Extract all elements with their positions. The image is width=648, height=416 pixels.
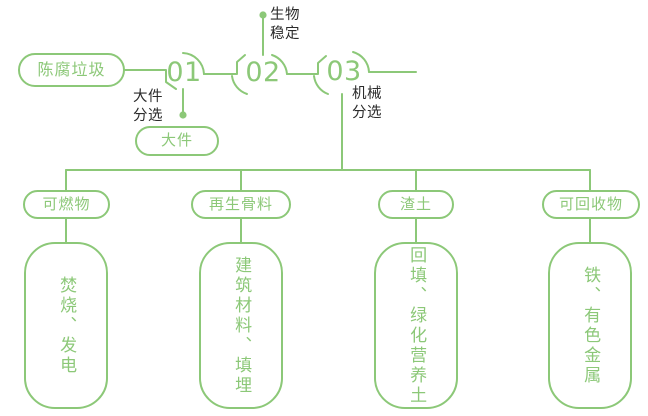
bulky-pill-outline: [135, 126, 219, 156]
source-node-label[interactable]: 陈腐垃圾: [37, 59, 106, 79]
stage02-arc-right: [271, 54, 288, 75]
category-label-slag[interactable]: 渣土: [399, 194, 432, 213]
connector-stage02-to-stage03: [286, 55, 327, 75]
detail-label-recyclable: 铁、有色金属: [580, 265, 601, 386]
category-label-combustible[interactable]: 可燃物: [42, 194, 91, 213]
stage-number-03[interactable]: 03: [326, 56, 362, 88]
annotation-stage02: 生物 稳定: [270, 7, 300, 42]
stage-number-01[interactable]: 01: [166, 57, 202, 89]
stage03-arc-left: [313, 75, 329, 95]
detail-box-combustible: [24, 242, 108, 409]
stage01-arc: [182, 52, 205, 75]
bio-branch-dot: [259, 11, 267, 19]
detail-box-recyclable: [548, 242, 632, 409]
connector-stage01-to-stage02: [203, 54, 246, 75]
detail-label-aggregate: 建筑材料、填埋: [231, 255, 252, 396]
stage03-arc-right: [352, 51, 370, 73]
stage-number-02[interactable]: 02: [245, 57, 281, 89]
annotation-stage01: 大件 分选: [133, 89, 163, 124]
category-label-recyclable[interactable]: 可回收物: [558, 194, 623, 213]
detail-box-slag: [374, 242, 458, 409]
connector-source-to-stage01: [123, 69, 177, 90]
bulky-branch-dot: [179, 111, 187, 119]
annotation-stage03: 机械 分选: [352, 86, 382, 121]
detail-box-aggregate: [199, 242, 283, 409]
stage02-arc-left: [231, 75, 248, 95]
detail-label-combustible: 焚烧、发电: [56, 275, 77, 376]
detail-label-slag: 回填、绿化营养土: [406, 245, 427, 406]
category-label-aggregate[interactable]: 再生骨料: [208, 194, 273, 213]
stage01-output-label[interactable]: 大件: [160, 131, 193, 150]
